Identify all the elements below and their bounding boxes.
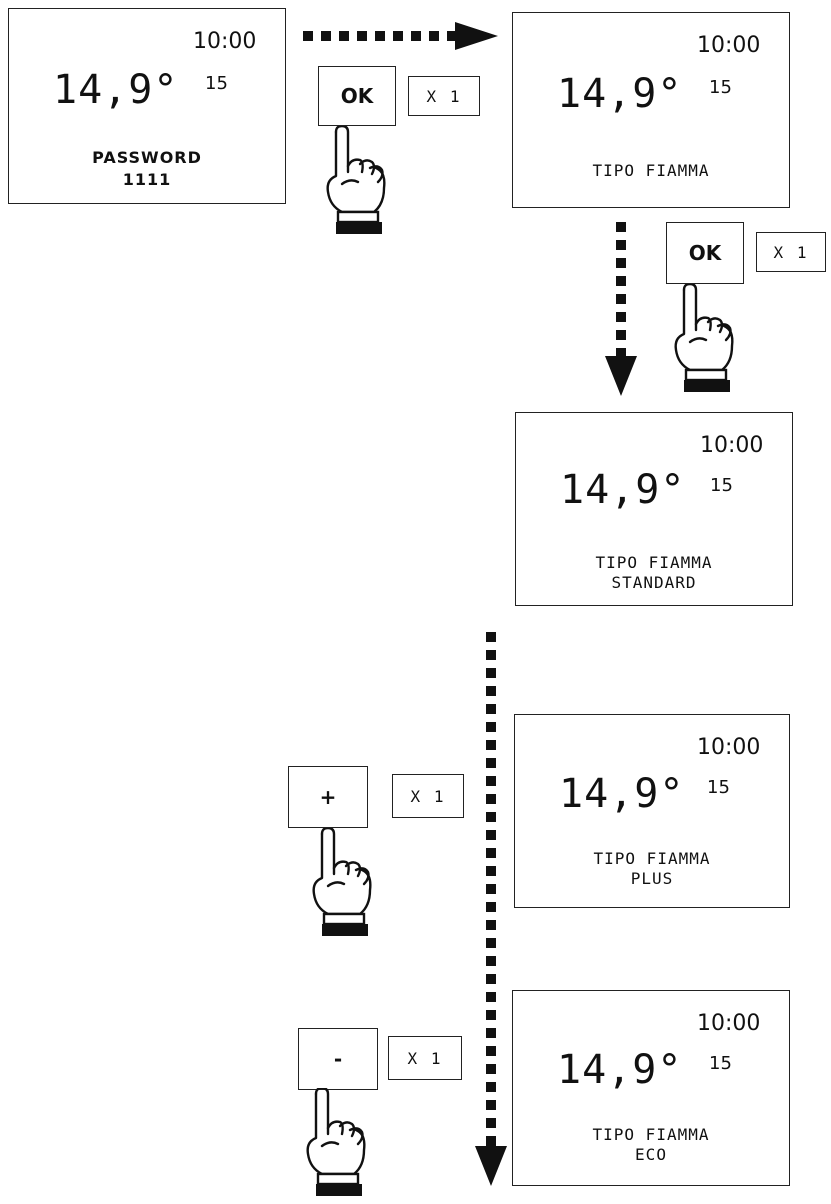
press-count: X 1 [388,1036,462,1080]
label-line-1: PASSWORD [92,148,202,167]
set-temperature: 15 [707,777,730,798]
label-line-2: PLUS [630,869,674,888]
room-temperature: 14,9° [53,67,179,113]
arrow-down-head-2 [475,1146,507,1186]
ok-button[interactable]: OK [318,66,396,126]
display-screen-eco: 10:00 14,9° 15 TIPO FIAMMA ECO [512,990,790,1186]
press-count: X 1 [392,774,464,818]
arrow-down-head-1 [605,356,637,396]
label-line-1: TIPO FIAMMA [592,1125,710,1144]
label-line-2: 1111 [122,170,172,189]
label-line-1: TIPO FIAMMA [593,849,711,868]
clock-time: 10:00 [193,29,257,54]
screen-label: PASSWORD 1111 [9,147,285,191]
display-screen-standard: 10:00 14,9° 15 TIPO FIAMMA STANDARD [515,412,793,606]
set-temperature: 15 [709,77,732,98]
label-line-1: TIPO FIAMMA [595,553,713,572]
room-temperature: 14,9° [559,771,685,817]
room-temperature: 14,9° [557,71,683,117]
clock-time: 10:00 [697,33,761,58]
room-temperature: 14,9° [557,1047,683,1093]
press-count: X 1 [408,76,480,116]
display-screen-plus: 10:00 14,9° 15 TIPO FIAMMA PLUS [514,714,790,908]
screen-label: TIPO FIAMMA ECO [513,1125,789,1165]
pointing-hand-icon [670,282,742,400]
set-temperature: 15 [709,1053,732,1074]
clock-time: 10:00 [697,735,761,760]
pointing-hand-icon [322,124,394,242]
label-line-2: STANDARD [611,573,697,592]
clock-time: 10:00 [700,433,764,458]
label-line-1: TIPO FIAMMA [592,161,710,180]
display-screen-password: 10:00 14,9° 15 PASSWORD 1111 [8,8,286,204]
plus-button[interactable]: + [288,766,368,828]
pointing-hand-icon [308,826,380,944]
label-line-2: ECO [635,1145,667,1164]
ok-button[interactable]: OK [666,222,744,284]
screen-label: TIPO FIAMMA [513,161,789,181]
arrow-right-head [455,22,498,50]
screen-label: TIPO FIAMMA STANDARD [516,553,792,593]
display-screen-tipo-fiamma: 10:00 14,9° 15 TIPO FIAMMA [512,12,790,208]
minus-button[interactable]: - [298,1028,378,1090]
set-temperature: 15 [205,73,228,94]
set-temperature: 15 [710,475,733,496]
room-temperature: 14,9° [560,467,686,513]
clock-time: 10:00 [697,1011,761,1036]
press-count: X 1 [756,232,826,272]
pointing-hand-icon [302,1086,374,1204]
screen-label: TIPO FIAMMA PLUS [515,849,789,889]
